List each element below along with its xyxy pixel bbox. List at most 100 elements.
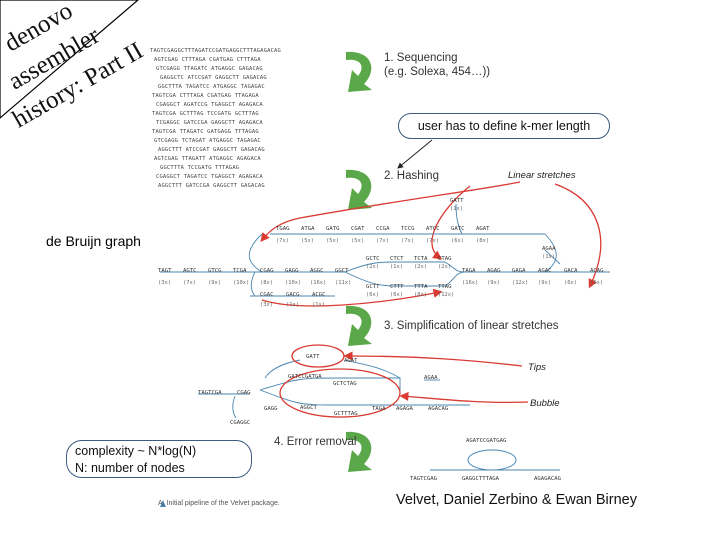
credit-line: Velvet, Daniel Zerbino & Ewan Birney	[396, 492, 637, 508]
kmer-count: (8x)	[414, 292, 427, 298]
linear-stretches-label: Linear stretches	[508, 170, 576, 181]
kmer-node: GATT	[450, 198, 464, 204]
kmer-count: (10x)	[285, 280, 302, 286]
kmer-count: (6x)	[366, 292, 379, 298]
kmer-node: GACG	[286, 292, 300, 298]
contig-node: AGAGA	[396, 406, 413, 412]
read-line: GGCTTTA TCCGATG TTTAGAG	[160, 165, 240, 171]
read-line: GTCGAGG TTAGATC ATGAGGC GAGACAG	[156, 66, 263, 72]
kmer-count: (7x)	[426, 238, 439, 244]
kmer-callout: user has to define k-mer length	[398, 113, 610, 139]
kmer-node: GTCG	[208, 268, 222, 274]
kmer-count: (8x)	[260, 280, 273, 286]
kmer-node: ATGA	[301, 226, 315, 232]
read-line: AGTCGAG TTAGATT ATGAGGC AGAGACA	[154, 156, 261, 162]
kmer-pointer	[397, 139, 433, 169]
linear-stretch-arc-right	[554, 183, 602, 289]
kmer-count: (6x)	[451, 238, 464, 244]
green-step-arrow-4	[346, 431, 372, 472]
kmer-count: (1x)	[312, 302, 325, 308]
kmer-callout-text: user has to define k-mer length	[417, 119, 591, 133]
kmer-count: (5x)	[351, 238, 364, 244]
read-line: TCGAGGC GATCCGA GAGGCTT AGAGACA	[156, 120, 263, 126]
green-step-arrow-1	[346, 51, 372, 92]
figure-caption: A. Initial pipeline of the Velvet packag…	[158, 500, 280, 507]
read-line: TAGTCGAGGCTTTAGATCCGATGAGGCTTTAGAGACAG	[150, 48, 281, 54]
complexity-callout: complexity ~ N*log(N) N: number of nodes	[66, 440, 252, 478]
read-line: GAGGCTC ATCCGAT GAGGCTT GAGACAG	[160, 75, 267, 81]
contig-node: AGAA	[424, 375, 438, 381]
kmer-count: (8x)	[476, 238, 489, 244]
contig-node: TAGTCGA	[198, 390, 222, 396]
kmer-node: TAGT	[158, 268, 172, 274]
contig-node: CGAGGC	[230, 420, 251, 426]
contig-node: AGAT	[344, 358, 358, 364]
kmer-node: GAGA	[512, 268, 526, 274]
kmer-count: (5x)	[326, 238, 339, 244]
contig-node: GAGGCTTTAGA	[462, 476, 500, 482]
kmer-node: ACAG	[590, 268, 604, 274]
tips-pointer	[343, 351, 523, 367]
kmer-count: (2x)	[438, 264, 451, 270]
read-line: GGCTTTA TAGATCC ATGAGGC TAGAGAC	[158, 84, 265, 90]
contig-node: CGAG	[237, 390, 251, 396]
kmer-node: AGGC	[310, 268, 324, 274]
contig-node: GCTCTAG	[333, 381, 357, 387]
kmer-count: (2x)	[366, 264, 379, 270]
kmer-count: (3x)	[260, 302, 273, 308]
read-line: CGAGGCT AGATCCG TGAGGCT AGAGACA	[156, 102, 263, 108]
kmer-node: ACGC	[312, 292, 326, 298]
kmer-count: (6x)	[564, 280, 577, 286]
kmer-node: GAGG	[285, 268, 299, 274]
step-hashing-title: 2. Hashing	[384, 170, 439, 182]
kmer-count: (9x)	[487, 280, 500, 286]
kmer-count: (1x)	[390, 264, 403, 270]
kmer-node: AGAG	[487, 268, 501, 274]
kmer-node: GACA	[564, 268, 578, 274]
read-line: GTCGAGG TCTAGAT ATGAGGC TAGAGAC	[154, 138, 261, 144]
kmer-node: TTAG	[438, 284, 452, 290]
kmer-node: AGAA	[542, 246, 556, 252]
read-line: AGTCGAG CTTTAGA CGATGAG CTTTAGA	[154, 57, 261, 63]
kmer-count: (5x)	[590, 280, 603, 286]
step-sequencing-subtitle: (e.g. Solexa, 454…))	[384, 66, 491, 78]
contig-node: GATT	[306, 354, 320, 360]
kmer-count: (16x)	[310, 280, 327, 286]
kmer-node: TAGA	[462, 268, 476, 274]
debruijn-edges	[160, 203, 610, 297]
contig-node: GAGG	[264, 406, 278, 412]
kmer-node: TCCG	[401, 226, 415, 232]
green-step-arrow-3	[346, 305, 372, 346]
corner-banner	[0, 0, 139, 119]
kmer-count: (11x)	[335, 280, 352, 286]
kmer-node: GGCT	[335, 268, 349, 274]
kmer-node: CTAG	[438, 256, 452, 262]
green-step-arrow-2	[346, 169, 372, 210]
caption-marker	[160, 500, 166, 507]
simplified-graph-edges	[198, 359, 470, 419]
bubble-pointer	[399, 391, 529, 404]
read-line: AGGCTTT GATCCGA GAGGCTT GAGACAG	[158, 183, 265, 189]
kmer-count: (1x)	[542, 254, 555, 260]
complexity-nodes-note: N: number of nodes	[75, 461, 185, 475]
kmer-count: (6x)	[390, 292, 403, 298]
bubble-label: Bubble	[530, 398, 560, 409]
kmer-node: CGAT	[351, 226, 365, 232]
contig-node: GATCCGATGA	[288, 374, 322, 380]
kmer-node: TTTA	[414, 284, 428, 290]
read-line: TAGTCGA GCTTTAG TCCGATG GCTTTAG	[152, 111, 259, 117]
kmer-count: (16x)	[462, 280, 479, 286]
kmer-node: GATC	[451, 226, 465, 232]
kmer-count: (7x)	[183, 280, 196, 286]
step-error-removal-title: 4. Error removal	[274, 436, 357, 448]
linear-stretch-arc-bottom	[261, 288, 443, 307]
kmer-node: GATG	[326, 226, 340, 232]
kmer-count: (12x)	[512, 280, 529, 286]
contig-node: GCTTTAG	[334, 411, 358, 417]
kmer-node: GCTC	[366, 256, 380, 262]
read-line: TAGTCGA CTTTAGA CGATGAG TTAGAGA	[152, 93, 259, 99]
kmer-node: GCTT	[366, 284, 380, 290]
kmer-node: ATCC	[426, 226, 440, 232]
kmer-count: (12x)	[438, 292, 455, 298]
kmer-count: (9x)	[538, 280, 551, 286]
